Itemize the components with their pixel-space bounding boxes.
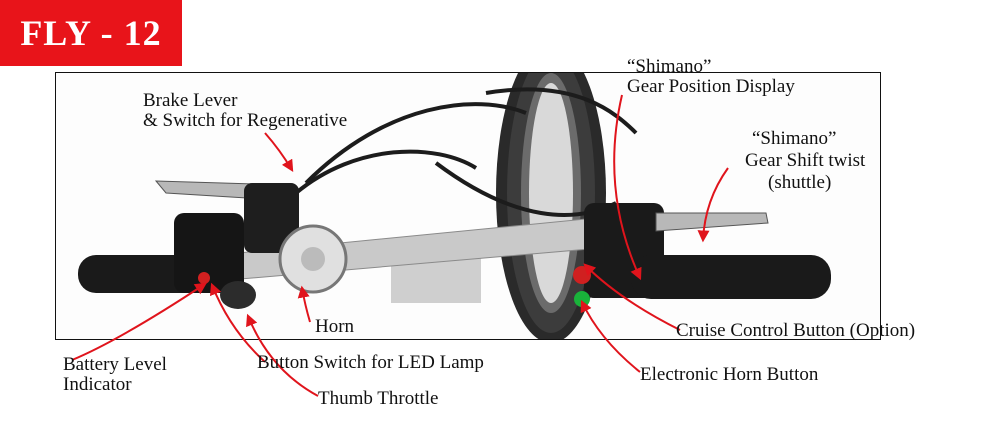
right-grip bbox=[631, 255, 831, 299]
label-cruise-control: Cruise Control Button (Option) bbox=[676, 320, 916, 341]
label-thumb-throttle: Thumb Throttle bbox=[318, 388, 439, 409]
label-brake-lever: Brake Lever bbox=[143, 90, 238, 111]
label-gear-position-display: Gear Position Display bbox=[627, 76, 795, 97]
label-led-switch: Button Switch for LED Lamp bbox=[257, 352, 484, 373]
label-brake-regenerative: & Switch for Regenerative bbox=[143, 110, 348, 131]
left-control-pod bbox=[174, 213, 244, 293]
label-gear-shift-twist: Gear Shift twist bbox=[745, 150, 866, 171]
thumb-throttle-part bbox=[220, 281, 256, 309]
label-electronic-horn: Electronic Horn Button bbox=[640, 364, 819, 385]
label-horn: Horn bbox=[315, 316, 355, 337]
label-battery-indicator: Indicator bbox=[63, 374, 132, 395]
label-gear-display-brand: “Shimano” bbox=[627, 56, 712, 77]
label-gear-shift-brand: “Shimano” bbox=[752, 128, 837, 149]
label-gear-shift-shuttle: (shuttle) bbox=[768, 172, 832, 193]
model-badge: FLY - 12 bbox=[0, 0, 182, 66]
right-brake-lever bbox=[655, 212, 769, 232]
label-battery-level: Battery Level bbox=[63, 354, 167, 375]
handlebar-illustration bbox=[78, 73, 831, 339]
